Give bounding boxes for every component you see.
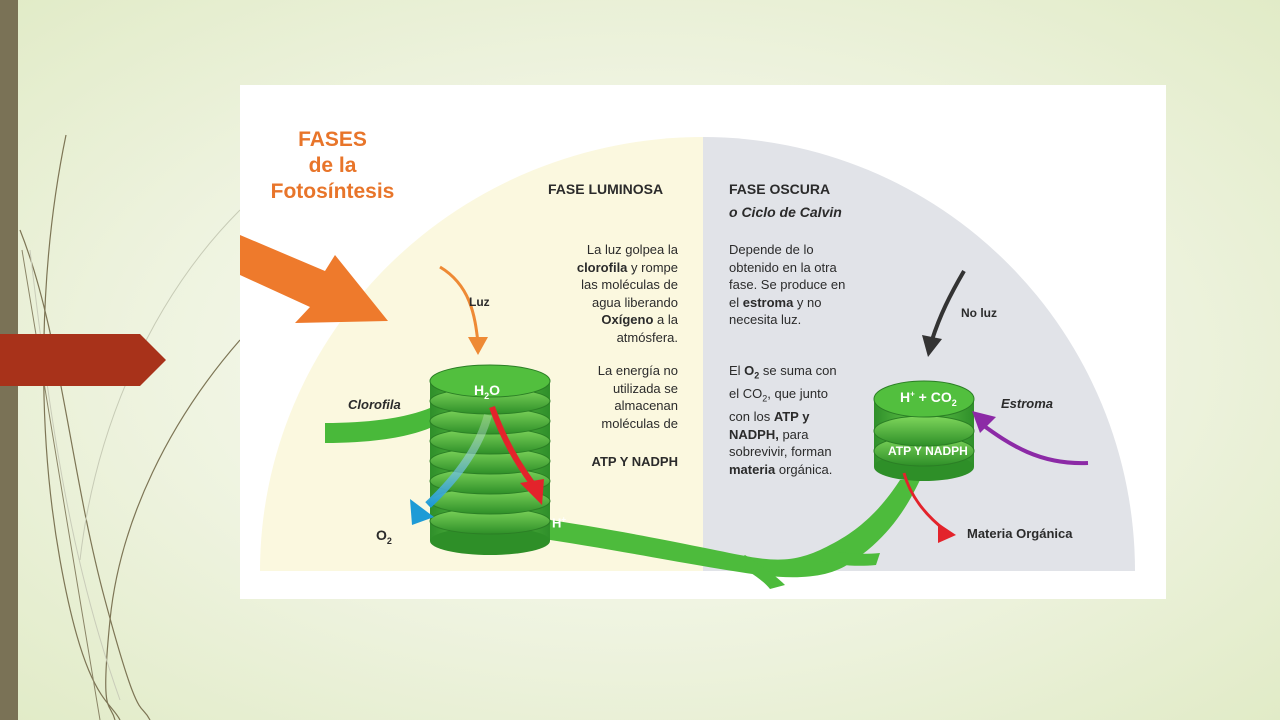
dark-p1-line: Depende de lo — [729, 242, 814, 257]
thylakoid-stack-left — [429, 364, 551, 555]
light-p2-line: moléculas de — [601, 415, 678, 431]
light-p1-line: Oxígeno a la — [601, 312, 678, 327]
dark-p2-line: NADPH, para — [729, 426, 809, 442]
dark-p2-line: sobrevivir, forman — [729, 444, 832, 460]
light-p1-line: atmósfera. — [616, 329, 678, 345]
blue-arrow-o2 — [425, 413, 492, 508]
dark-p1-line: necesita luz. — [729, 312, 802, 327]
dark-p1-line: obtenido en la otra — [729, 259, 837, 275]
dark-phase-paragraph-1: Depende de lo obtenido en la otra fase. … — [729, 241, 869, 329]
light-p2-line: La energía no — [597, 363, 678, 378]
h-plus-label: H+ — [552, 515, 567, 531]
dark-p1-line: fase. Se produce en — [729, 277, 846, 292]
clorofila-label: Clorofila — [348, 397, 401, 412]
o2-label: O2 — [376, 527, 392, 546]
dark-p1-line: el estroma y no — [729, 294, 822, 310]
light-phase-paragraph-1: La luz golpea la clorofila y rompe las m… — [540, 241, 678, 346]
title-line-3: Fotosíntesis — [270, 180, 395, 203]
red-tab-marker — [0, 334, 166, 386]
photosynthesis-figure: FASES de la Fotosíntesis FASE LUMINOSA L… — [240, 85, 1166, 599]
connecting-tube — [530, 480, 920, 578]
light-p1-line: La luz golpea la — [586, 242, 678, 257]
dark-p2-line: con los ATP y — [729, 409, 810, 425]
purple-arrow — [978, 421, 1089, 466]
title-line-1: FASES — [298, 128, 367, 151]
light-p2-line: utilizada se — [612, 380, 678, 396]
atp-nadph-label: ATP Y NADPH — [888, 444, 968, 458]
light-p2-line: almacenan — [614, 398, 678, 413]
thylakoid-stack-right — [873, 380, 975, 481]
light-phase-area — [260, 137, 703, 571]
luz-arrow — [439, 265, 480, 344]
light-p1-line: clorofila y rompe — [576, 259, 678, 275]
light-phase-heading: FASE LUMINOSA — [548, 181, 664, 197]
dark-phase-paragraph-2: El O2 se suma con el CO2, que junto con … — [729, 362, 869, 478]
phase-diagram-graphic — [240, 137, 1135, 589]
red-arrow-h-plus — [489, 405, 535, 485]
chlorophyll-tube — [325, 403, 440, 443]
materia-organica-label: Materia Orgánica — [967, 526, 1073, 541]
no-luz-label: No luz — [961, 306, 997, 320]
sunlight-arrow — [240, 235, 388, 323]
dark-p2-line: el CO2, que junto — [729, 386, 828, 404]
dark-p2-line: materia orgánica. — [729, 461, 833, 477]
title-line-2: de la — [308, 154, 357, 177]
dark-phase-area — [703, 137, 1135, 571]
dark-phase-heading: FASE OSCURA — [729, 181, 831, 197]
h-co2-label: H+ + CO2 — [900, 389, 957, 408]
light-p1-line: agua liberando — [591, 294, 678, 310]
dark-phase-subheading: o Ciclo de Calvin — [729, 204, 842, 220]
diagram-title: FASES de la Fotosíntesis — [270, 127, 395, 205]
h2o-label: H2O — [474, 382, 501, 401]
luz-label: Luz — [469, 295, 490, 309]
no-luz-arrow — [930, 269, 966, 341]
light-p1-line: las moléculas de — [581, 277, 678, 292]
dark-p2-line: El O2 se suma con — [729, 363, 837, 381]
estroma-label: Estroma — [1001, 396, 1054, 411]
light-phase-atp: ATP Y NADPH — [591, 454, 678, 469]
light-phase-paragraph-2: La energía no utilizada se almacenan mol… — [540, 362, 678, 432]
